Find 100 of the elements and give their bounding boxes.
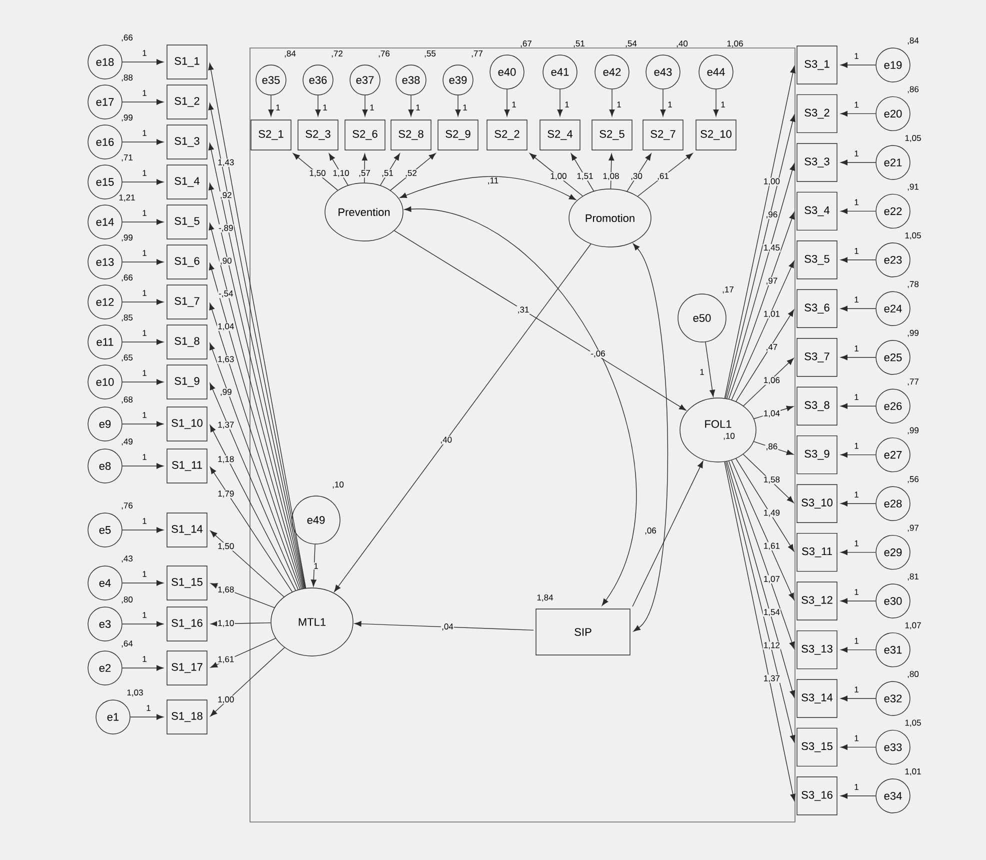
arrow <box>840 306 876 312</box>
variance-label: ,71 <box>122 154 132 162</box>
edge-label: 1,49 <box>762 509 781 518</box>
arrow <box>362 154 368 183</box>
variance-label: 1,03 <box>127 690 143 696</box>
variable-box: S1_8 <box>166 324 208 360</box>
variance-label: ,77 <box>472 50 482 58</box>
edge-label: 1,04 <box>217 322 235 331</box>
edge-label: 1 <box>142 249 148 257</box>
arrow <box>742 454 794 503</box>
variance-label: ,76 <box>122 502 133 510</box>
arrow <box>394 230 686 411</box>
variance-label: ,72 <box>332 50 342 58</box>
variable-box: S3_11 <box>796 532 838 572</box>
arrow <box>310 544 316 587</box>
edge-label: 1 <box>142 129 148 137</box>
variable-box: S3_1 <box>796 46 838 84</box>
variable-box: S3_3 <box>796 143 838 182</box>
arrow <box>713 89 719 116</box>
arrow <box>122 139 164 145</box>
variance-label: ,78 <box>908 281 919 288</box>
variable-box: S1_3 <box>166 124 208 160</box>
variable-box: S2_3 <box>298 120 338 150</box>
variable-box: S3_4 <box>796 192 838 231</box>
edge-label: 1 <box>564 100 570 108</box>
variance-label: ,43 <box>122 556 133 562</box>
variable-box: S2_6 <box>344 120 386 150</box>
arrow <box>210 647 285 716</box>
variance-label: ,91 <box>908 184 918 191</box>
variance-label: ,66 <box>122 274 133 282</box>
variable-box: S1_15 <box>166 566 208 600</box>
arrow <box>840 647 876 653</box>
arrow <box>753 441 794 456</box>
variable-box: S3_5 <box>796 240 838 280</box>
edge-label: 1,61 <box>762 542 781 550</box>
arrow <box>632 460 704 607</box>
variance-label: ,66 <box>122 34 133 42</box>
arrow <box>210 382 299 590</box>
arrow <box>210 424 296 591</box>
variance-label: ,80 <box>122 596 133 604</box>
edge-label: 1,43 <box>217 158 235 167</box>
variance-label: ,80 <box>908 671 919 678</box>
edge-label: 1 <box>462 104 468 112</box>
variable-box: S2_8 <box>390 120 432 150</box>
arrow <box>840 696 876 702</box>
edge-label: 1,37 <box>217 421 235 430</box>
variable-box: S2_4 <box>540 120 580 150</box>
arrow <box>725 114 796 399</box>
variance-label: ,49 <box>122 438 133 446</box>
edge-label: 1 <box>699 368 705 376</box>
edge-label: 1 <box>854 101 860 108</box>
arrow <box>122 259 164 265</box>
arrow <box>455 95 461 116</box>
arrow <box>626 153 652 192</box>
variable-box: S1_5 <box>166 204 208 240</box>
edge-label: ,90 <box>219 257 232 266</box>
arrow <box>408 95 414 116</box>
arrow <box>736 309 794 402</box>
variable-box: S3_10 <box>796 484 838 523</box>
edge-label: 1 <box>854 198 860 206</box>
variance-label: ,55 <box>424 50 436 58</box>
variable-box: S2_2 <box>486 120 528 150</box>
edge-label: 1 <box>854 686 860 694</box>
arrow <box>334 244 592 592</box>
edge-label: 1 <box>854 344 860 352</box>
variance-label: ,99 <box>122 114 133 122</box>
edge-label: 1 <box>854 637 860 644</box>
variable-box: S3_2 <box>796 94 838 134</box>
variance-label: ,99 <box>908 427 918 434</box>
arrow <box>122 621 164 627</box>
edge-label: 1 <box>142 209 148 217</box>
edge-label: 1 <box>142 49 148 57</box>
arrow <box>210 621 272 627</box>
edge-label: 1 <box>142 517 148 525</box>
arrow <box>122 219 164 225</box>
variance-label: ,86 <box>908 86 919 94</box>
edge-label: 1 <box>854 296 860 304</box>
arrow <box>268 95 274 116</box>
edge-label: 1,54 <box>762 608 781 617</box>
edge-label: 1 <box>854 540 860 547</box>
variable-box: S1_17 <box>166 650 208 686</box>
variance-label: 1,07 <box>905 622 921 630</box>
arrow <box>728 460 795 649</box>
arrow <box>210 530 284 598</box>
variance-label: 1,84 <box>537 594 554 602</box>
edge-label: 1,04 <box>762 410 781 418</box>
arrow <box>328 153 348 186</box>
arrow <box>840 452 876 458</box>
arrow <box>840 160 876 166</box>
arrow <box>122 59 164 65</box>
variance-label: 1,01 <box>905 768 921 776</box>
edge-label: 1 <box>142 453 148 461</box>
edge-label: 1 <box>142 411 148 419</box>
variable-box: SIP <box>536 608 630 656</box>
arrow <box>705 342 716 397</box>
variable-box: S2_1 <box>250 120 292 150</box>
variance-label: ,54 <box>626 40 637 48</box>
arrow <box>637 153 693 197</box>
edge-label: 1 <box>322 104 328 112</box>
variable-box: S3_14 <box>796 679 838 718</box>
